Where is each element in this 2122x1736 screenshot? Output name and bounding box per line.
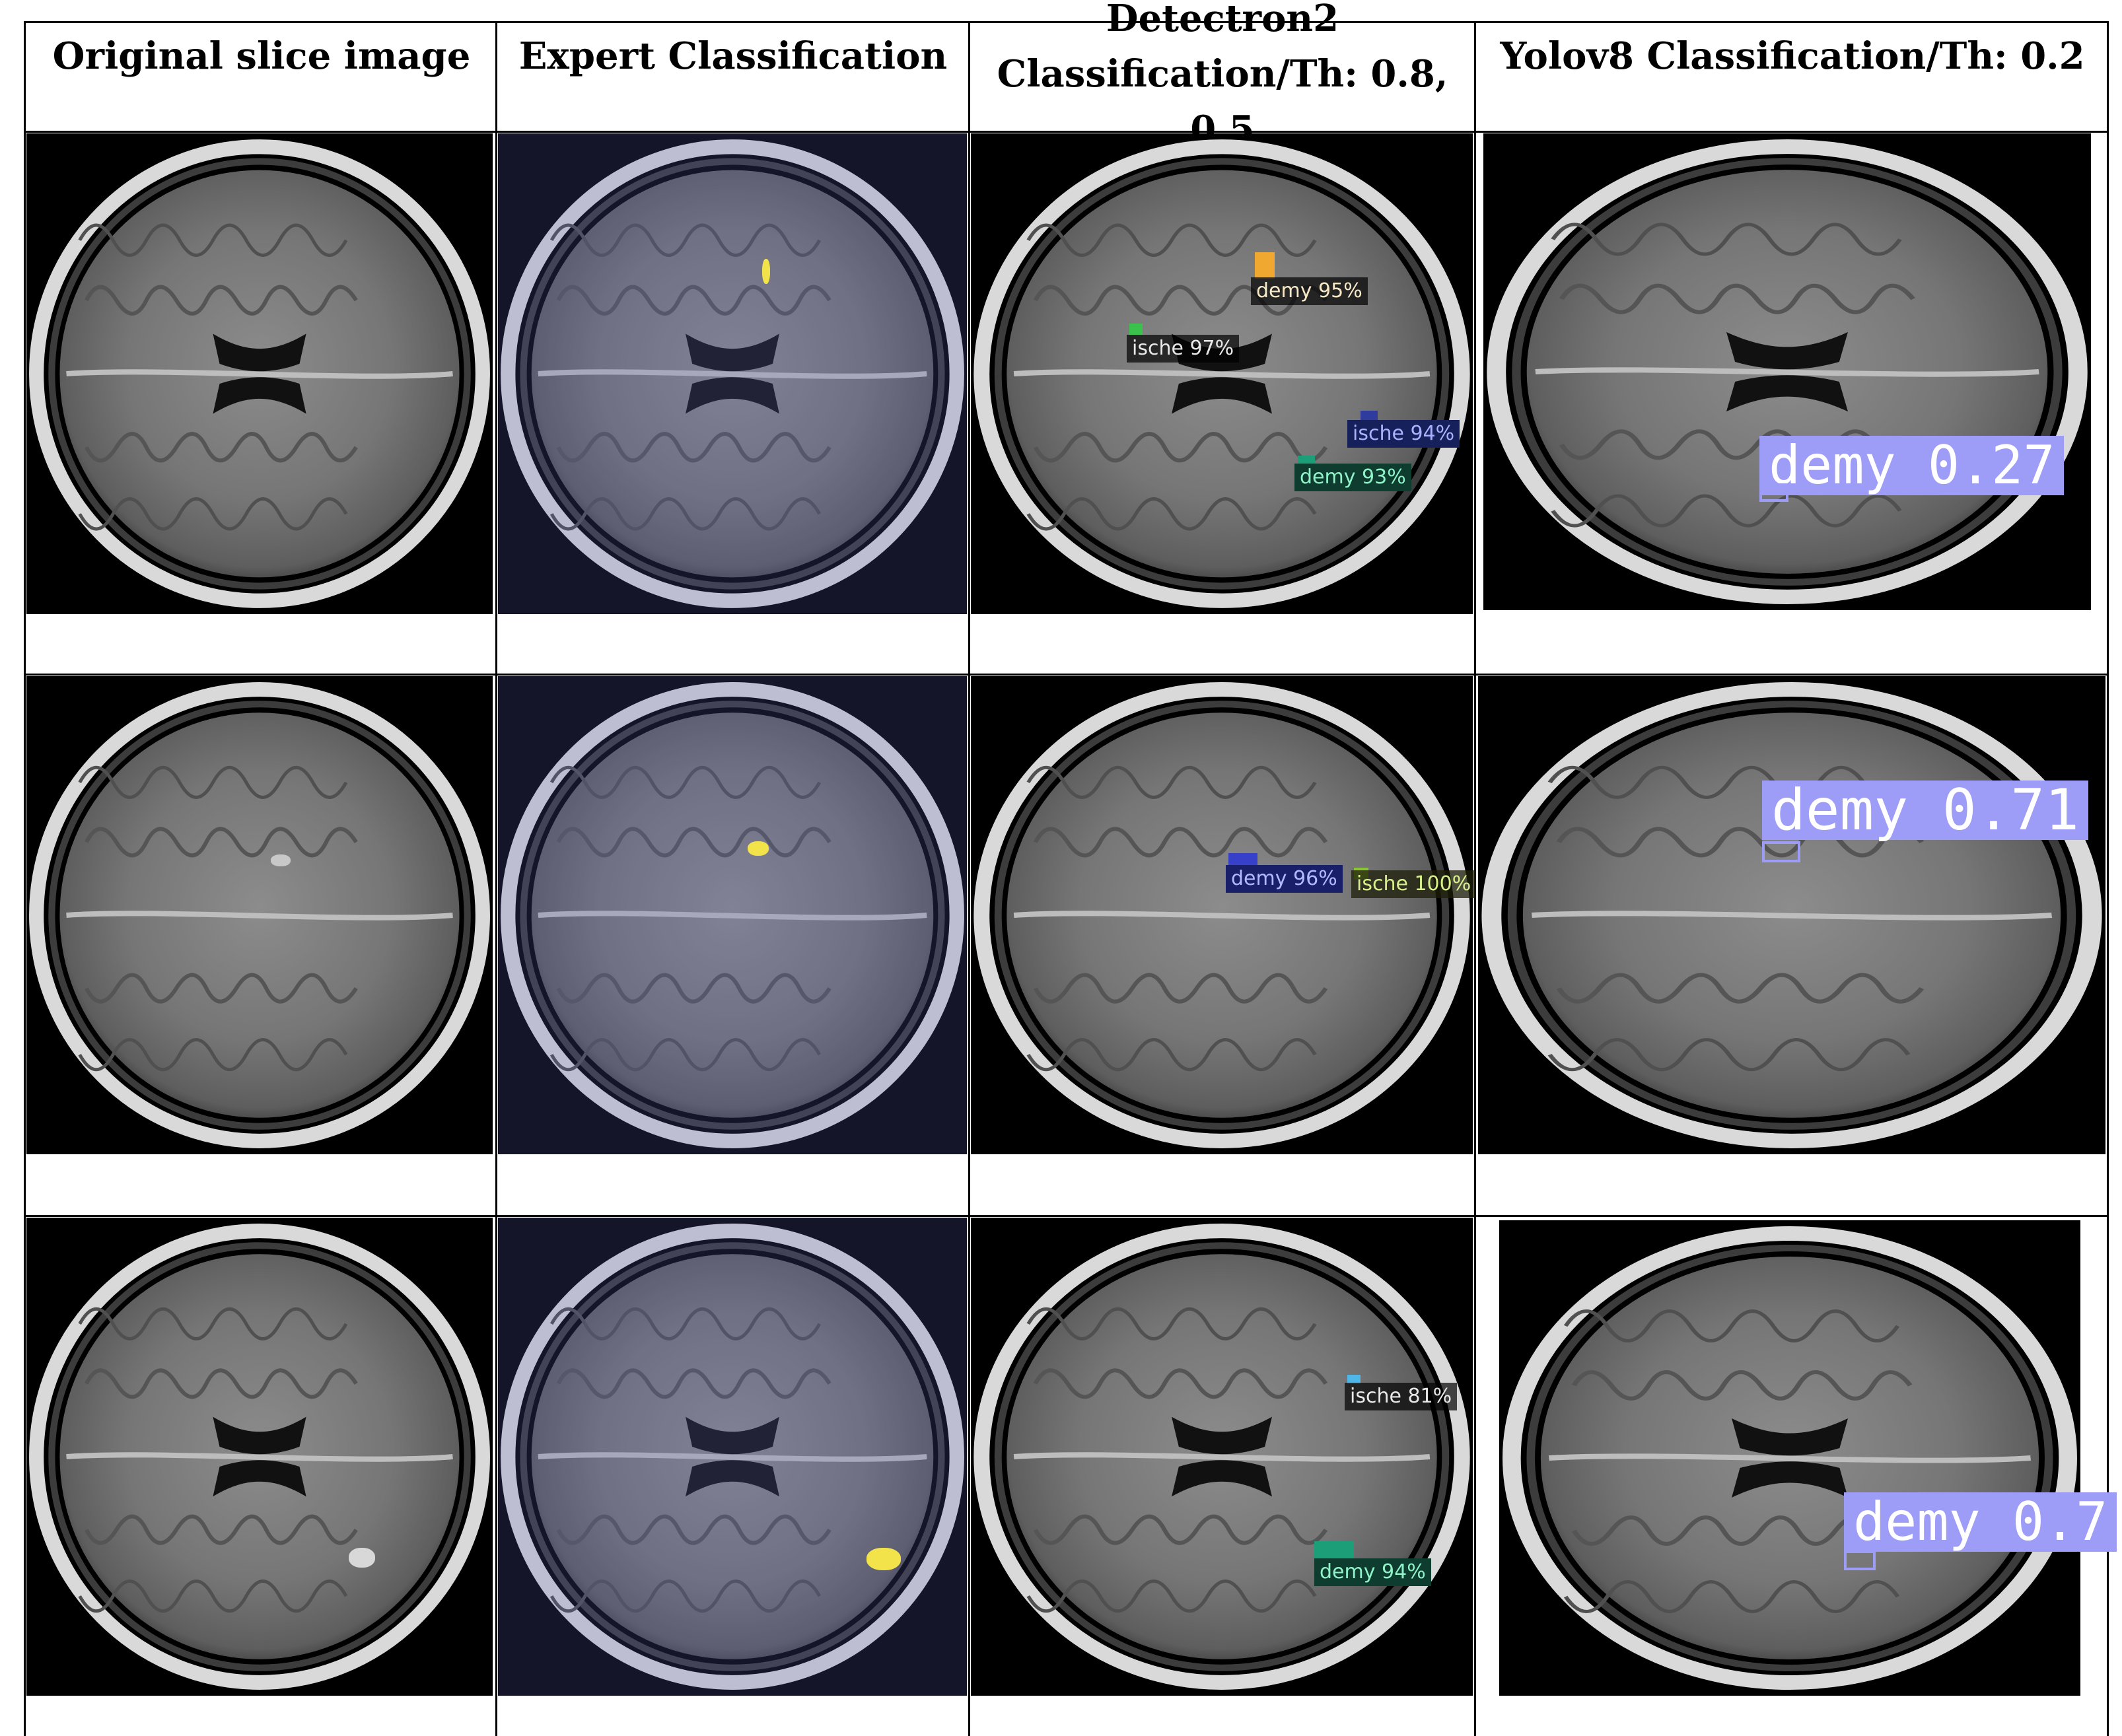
expert-lesion-marker [762, 259, 770, 284]
row3-yolo-image: demy 0.7 [1499, 1220, 2117, 1696]
detection-label: ische 81% [1345, 1383, 1458, 1410]
detection-label: ische 97% [1127, 335, 1240, 363]
detection-box [1255, 252, 1275, 279]
yolo-detection-box [1759, 483, 1788, 502]
detection-box [1228, 853, 1257, 865]
row2-expert-image [498, 676, 967, 1154]
col-divider-2 [968, 21, 970, 1736]
original-lesion-spot [271, 854, 291, 866]
header-detectron2-line1: Detectron2 [1106, 0, 1339, 40]
row3-original-image [26, 1218, 493, 1696]
row2-divider [24, 1215, 2108, 1217]
yolo-detection-label: demy 0.7 [1844, 1492, 2117, 1552]
col-divider-right [2107, 21, 2109, 1736]
row1-original-image [26, 133, 493, 614]
row2-detectron-image: demy 96% ische 100% [971, 676, 1477, 1154]
header-yolov8: Yolov8 Classification/Th: 0.2 [1500, 34, 2085, 78]
table-border-top [24, 21, 2108, 23]
col-divider-1 [495, 21, 497, 1736]
row2-original-image [26, 676, 493, 1154]
row3-detectron-image: ische 81% demy 94% [971, 1218, 1473, 1696]
col-divider-left [24, 21, 26, 1736]
detection-label: ische 100% [1351, 870, 1477, 898]
detection-label: ische 94% [1347, 420, 1460, 448]
detection-box [1361, 411, 1378, 420]
header-expert-classification: Expert Classification [518, 34, 948, 78]
expert-lesion-marker [748, 841, 769, 856]
row2-yolo-image: demy 0.71 [1478, 676, 2105, 1154]
yolo-detection-box [1844, 1550, 1876, 1570]
header-detectron2-line2: Classification/Th: 0.8, 0.5 [997, 52, 1448, 151]
original-lesion-spot [349, 1548, 375, 1568]
detection-label: demy 94% [1314, 1558, 1431, 1586]
row3-expert-image [498, 1218, 967, 1696]
yolo-detection-label: demy 0.27 [1759, 436, 2065, 495]
row1-detectron-image: demy 95% ische 97% ische 94% demy 93% [971, 133, 1473, 614]
yolo-detection-label: demy 0.71 [1762, 781, 2088, 840]
header-divider [24, 131, 2108, 133]
header-detectron2: Detectron2 Classification/Th: 0.8, 0.5 [970, 0, 1475, 151]
detection-box [1347, 1375, 1361, 1384]
header-original-slice: Original slice image [52, 34, 471, 78]
detection-label: demy 96% [1226, 865, 1343, 893]
detection-label: demy 93% [1294, 464, 1411, 491]
expert-lesion-marker [866, 1548, 901, 1570]
row1-expert-image [498, 133, 967, 614]
detection-box [1314, 1541, 1354, 1561]
detection-box [1298, 456, 1315, 465]
detection-box [1129, 324, 1143, 335]
yolo-detection-box [1762, 841, 1800, 862]
row1-yolo-image: demy 0.27 [1483, 133, 2091, 610]
row1-divider [24, 674, 2108, 676]
detection-label: demy 95% [1251, 277, 1368, 305]
